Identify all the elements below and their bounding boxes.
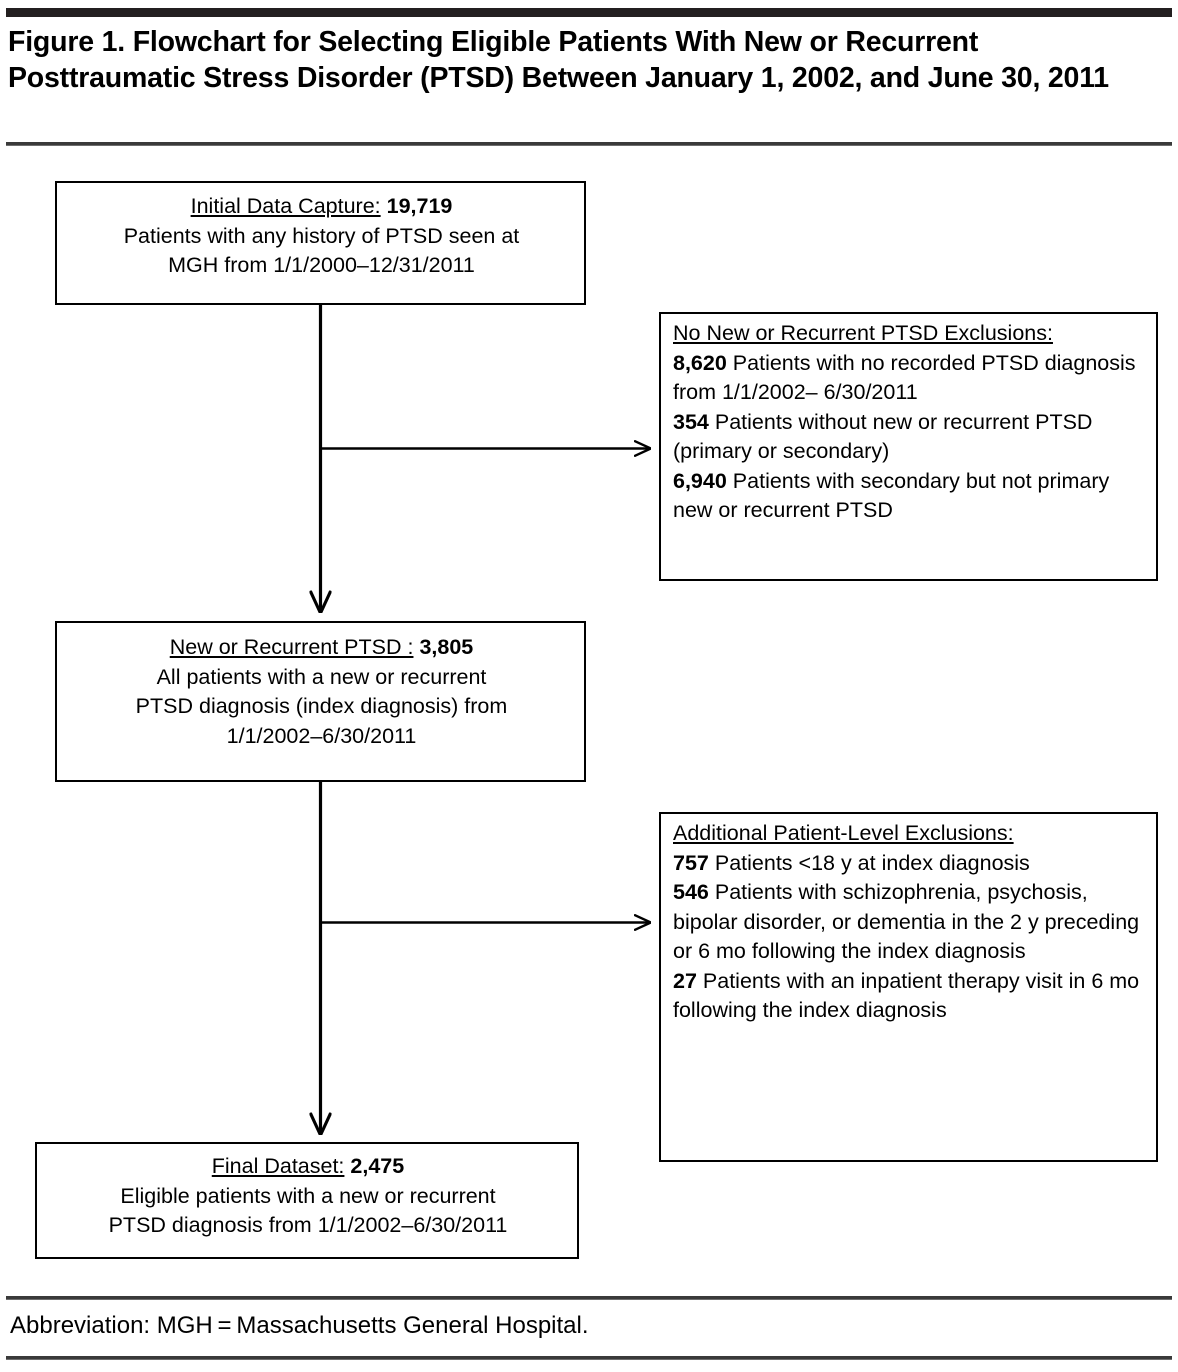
exclusions-2-item: 546 Patients with schizophrenia, psychos…: [673, 878, 1146, 967]
exclusions-2-header-label: Additional Patient-Level Exclusions:: [673, 821, 1014, 845]
exclusions-1-item: 8,620 Patients with no recorded PTSD dia…: [673, 349, 1146, 408]
exclusions-2-item-text: Patients with an inpatient therapy visit…: [673, 968, 1140, 1023]
newrec-header-count: 3,805: [419, 635, 474, 659]
exclusions-1-header-label: No New or Recurrent PTSD Exclusions:: [673, 321, 1053, 345]
exclusions-2-item: 27 Patients with an inpatient therapy vi…: [673, 967, 1146, 1026]
exclusions-1-item-count: 6,940: [673, 468, 727, 493]
flow-box-no-new-or-recurrent-exclusions: No New or Recurrent PTSD Exclusions: 8,6…: [659, 312, 1158, 581]
exclusions-1-item-text: Patients with secondary but not primary …: [673, 468, 1110, 523]
newrec-body-line-1: All patients with a new or recurrent: [156, 664, 487, 689]
flow-box-new-or-recurrent-content: New or Recurrent PTSD : 3,805 All patien…: [57, 623, 584, 757]
flow-box-additional-patient-level-exclusions: Additional Patient-Level Exclusions: 757…: [659, 812, 1158, 1162]
initial-header-count: 19,719: [386, 194, 453, 218]
title-divider-rule: [6, 142, 1172, 146]
newrec-header-line: New or Recurrent PTSD : 3,805: [69, 633, 574, 663]
newrec-header-label: New or Recurrent PTSD :: [169, 635, 414, 659]
footnote-top-rule: [6, 1296, 1172, 1300]
flow-box-final-dataset: Final Dataset: 2,475 Eligible patients w…: [35, 1142, 579, 1259]
exclusions-1-item-text: Patients with no recorded PTSD diagnosis…: [673, 350, 1136, 405]
flow-box-final-content: Final Dataset: 2,475 Eligible patients w…: [37, 1144, 577, 1247]
final-header-count: 2,475: [350, 1154, 405, 1178]
exclusions-2-item-count: 27: [673, 968, 697, 993]
newrec-body-line-3: 1/1/2002–6/30/2011: [226, 723, 417, 748]
exclusions-1-content: No New or Recurrent PTSD Exclusions: 8,6…: [661, 314, 1156, 532]
exclusions-1-item-count: 8,620: [673, 350, 727, 375]
initial-body-line-2: MGH from 1/1/2000–12/31/2011: [168, 253, 475, 277]
final-header-line: Final Dataset: 2,475: [49, 1152, 567, 1182]
exclusions-2-content: Additional Patient-Level Exclusions: 757…: [661, 814, 1156, 1032]
newrec-body-line-2: PTSD diagnosis (index diagnosis) from: [135, 694, 508, 718]
final-header-label: Final Dataset:: [211, 1154, 345, 1178]
initial-header-line: Initial Data Capture: 19,719: [69, 192, 574, 222]
flow-box-initial-data-capture: Initial Data Capture: 19,719 Patients wi…: [55, 181, 586, 305]
initial-body-line-1: Patients with any history of PTSD seen a…: [123, 223, 520, 248]
exclusions-2-item: 757 Patients <18 y at index diagnosis: [673, 849, 1146, 879]
initial-header-label: Initial Data Capture:: [190, 194, 381, 218]
footnote-bottom-rule: [6, 1356, 1172, 1360]
flow-box-new-or-recurrent-ptsd: New or Recurrent PTSD : 3,805 All patien…: [55, 621, 586, 782]
exclusions-2-item-text: Patients <18 y at index diagnosis: [714, 850, 1030, 875]
exclusions-1-item-count: 354: [673, 409, 709, 434]
footnote-abbreviation: Abbreviation: MGH = Massachusetts Genera…: [10, 1312, 589, 1339]
exclusions-1-item: 354 Patients without new or recurrent PT…: [673, 408, 1146, 467]
exclusions-2-item-text: Patients with schizophrenia, psychosis, …: [673, 880, 1140, 963]
exclusions-2-item-count: 546: [673, 880, 709, 904]
top-black-rule: [6, 8, 1172, 17]
final-body-line-1: Eligible patients with a new or recurren…: [120, 1183, 496, 1208]
figure-title: Figure 1. Flowchart for Selecting Eligib…: [8, 26, 1109, 94]
exclusions-1-item: 6,940 Patients with secondary but not pr…: [673, 467, 1146, 526]
exclusions-2-item-count: 757: [673, 850, 709, 875]
exclusions-1-item-text: Patients without new or recurrent PTSD (…: [673, 409, 1093, 464]
flow-box-initial-content: Initial Data Capture: 19,719 Patients wi…: [57, 183, 584, 287]
final-body-line-2: PTSD diagnosis from 1/1/2002–6/30/2011: [108, 1213, 508, 1237]
